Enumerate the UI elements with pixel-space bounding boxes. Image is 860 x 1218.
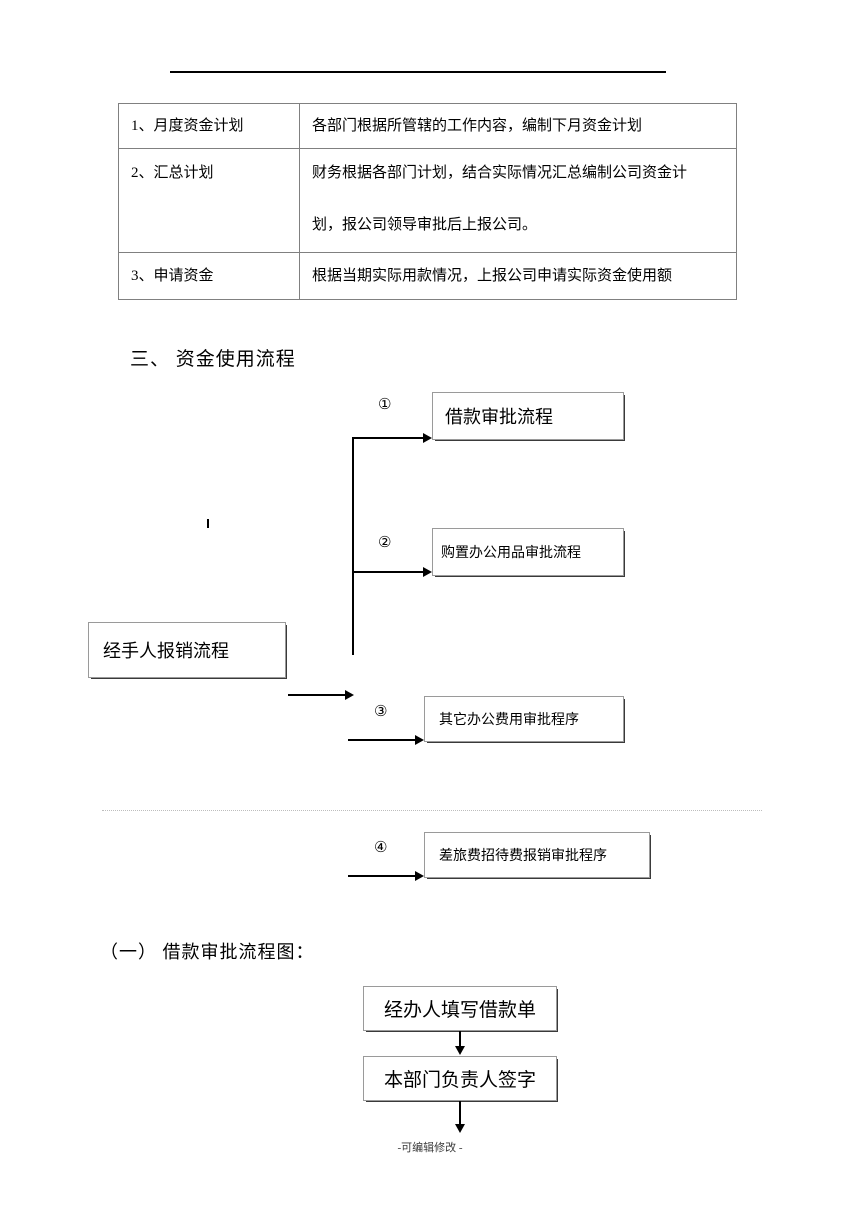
top-horizontal-rule <box>170 71 666 73</box>
flow-box-travel-entertainment: 差旅费招待费报销审批程序 <box>424 832 650 878</box>
arrowhead-right-icon <box>415 871 424 881</box>
flow-box-reimbursement-source: 经手人报销流程 <box>88 622 286 678</box>
flow-box-dept-head-sign: 本部门负责人签字 <box>363 1056 557 1101</box>
flow-box-fill-loan-form: 经办人填写借款单 <box>363 986 557 1031</box>
flow-box-loan-approval: 借款审批流程 <box>432 392 624 440</box>
connector-stub-arrow <box>288 694 346 696</box>
table-cell-desc: 各部门根据所管辖的工作内容，编制下月资金计划 <box>299 103 737 149</box>
flow-box-label: 本部门负责人签字 <box>383 1070 536 1091</box>
flow-box-label: 其它办公费用审批程序 <box>439 713 579 728</box>
arrowhead-down-icon <box>455 1046 465 1055</box>
table-cell-desc: 根据当期实际用款情况，上报公司申请实际资金使用额 <box>299 252 737 300</box>
table-cell-label: 1、月度资金计划 <box>118 103 300 149</box>
table-cell-label: 3、申请资金 <box>118 252 300 300</box>
branch-number-3: ③ <box>374 702 388 720</box>
flow-box-label: 差旅费招待费报销审批程序 <box>439 849 607 864</box>
flow-box-label: 经手人报销流程 <box>103 641 229 661</box>
flow-box-office-supplies: 购置办公用品审批流程 <box>432 528 624 576</box>
branch-number-4: ④ <box>374 838 388 856</box>
table-row: 3、申请资金 根据当期实际用款情况，上报公司申请实际资金使用额 <box>118 252 737 300</box>
footer-note: -可编辑修改 - <box>397 1142 463 1154</box>
arrowhead-right-icon <box>423 567 432 577</box>
table-row: 1、月度资金计划 各部门根据所管辖的工作内容，编制下月资金计划 <box>118 103 737 149</box>
connector-branch-4 <box>348 875 416 877</box>
flow-box-label: 购置办公用品审批流程 <box>441 546 581 561</box>
table-cell-desc-line1: 财务根据各部门计划，结合实际情况汇总编制公司资金计 <box>312 165 688 181</box>
flow-box-label: 借款审批流程 <box>445 407 553 427</box>
connector-branch-3 <box>348 739 416 741</box>
table-cell-label: 2、汇总计划 <box>118 148 300 253</box>
section-three-heading: 三、 资金使用流程 <box>130 349 296 370</box>
table-cell-desc-line2: 划，报公司领导审批后上报公司。 <box>312 217 538 233</box>
flow-box-label: 经办人填写借款单 <box>383 1000 536 1021</box>
flow-box-other-office-expense: 其它办公费用审批程序 <box>424 696 624 742</box>
connector-branch-2 <box>352 571 424 573</box>
connector-trunk-vertical <box>352 437 354 655</box>
arrowhead-right-icon <box>345 690 354 700</box>
connector-branch-1 <box>352 437 424 439</box>
arrowhead-right-icon <box>423 433 432 443</box>
dotted-separator <box>102 810 762 811</box>
funding-plan-table: 1、月度资金计划 各部门根据所管辖的工作内容，编制下月资金计划 2、汇总计划 财… <box>118 103 737 300</box>
table-row: 2、汇总计划 财务根据各部门计划，结合实际情况汇总编制公司资金计 划，报公司领导… <box>118 148 737 253</box>
arrowhead-right-icon <box>415 735 424 745</box>
section-one-heading: （一） 借款审批流程图： <box>100 942 315 962</box>
branch-number-1: ① <box>378 395 392 413</box>
table-cell-desc: 财务根据各部门计划，结合实际情况汇总编制公司资金计 划，报公司领导审批后上报公司… <box>299 148 737 253</box>
arrowhead-down-icon <box>455 1124 465 1133</box>
connector-step1-to-step2 <box>459 1031 461 1047</box>
branch-number-2: ② <box>378 533 392 551</box>
connector-step2-continues <box>459 1101 461 1125</box>
stray-tick-mark <box>207 519 209 528</box>
